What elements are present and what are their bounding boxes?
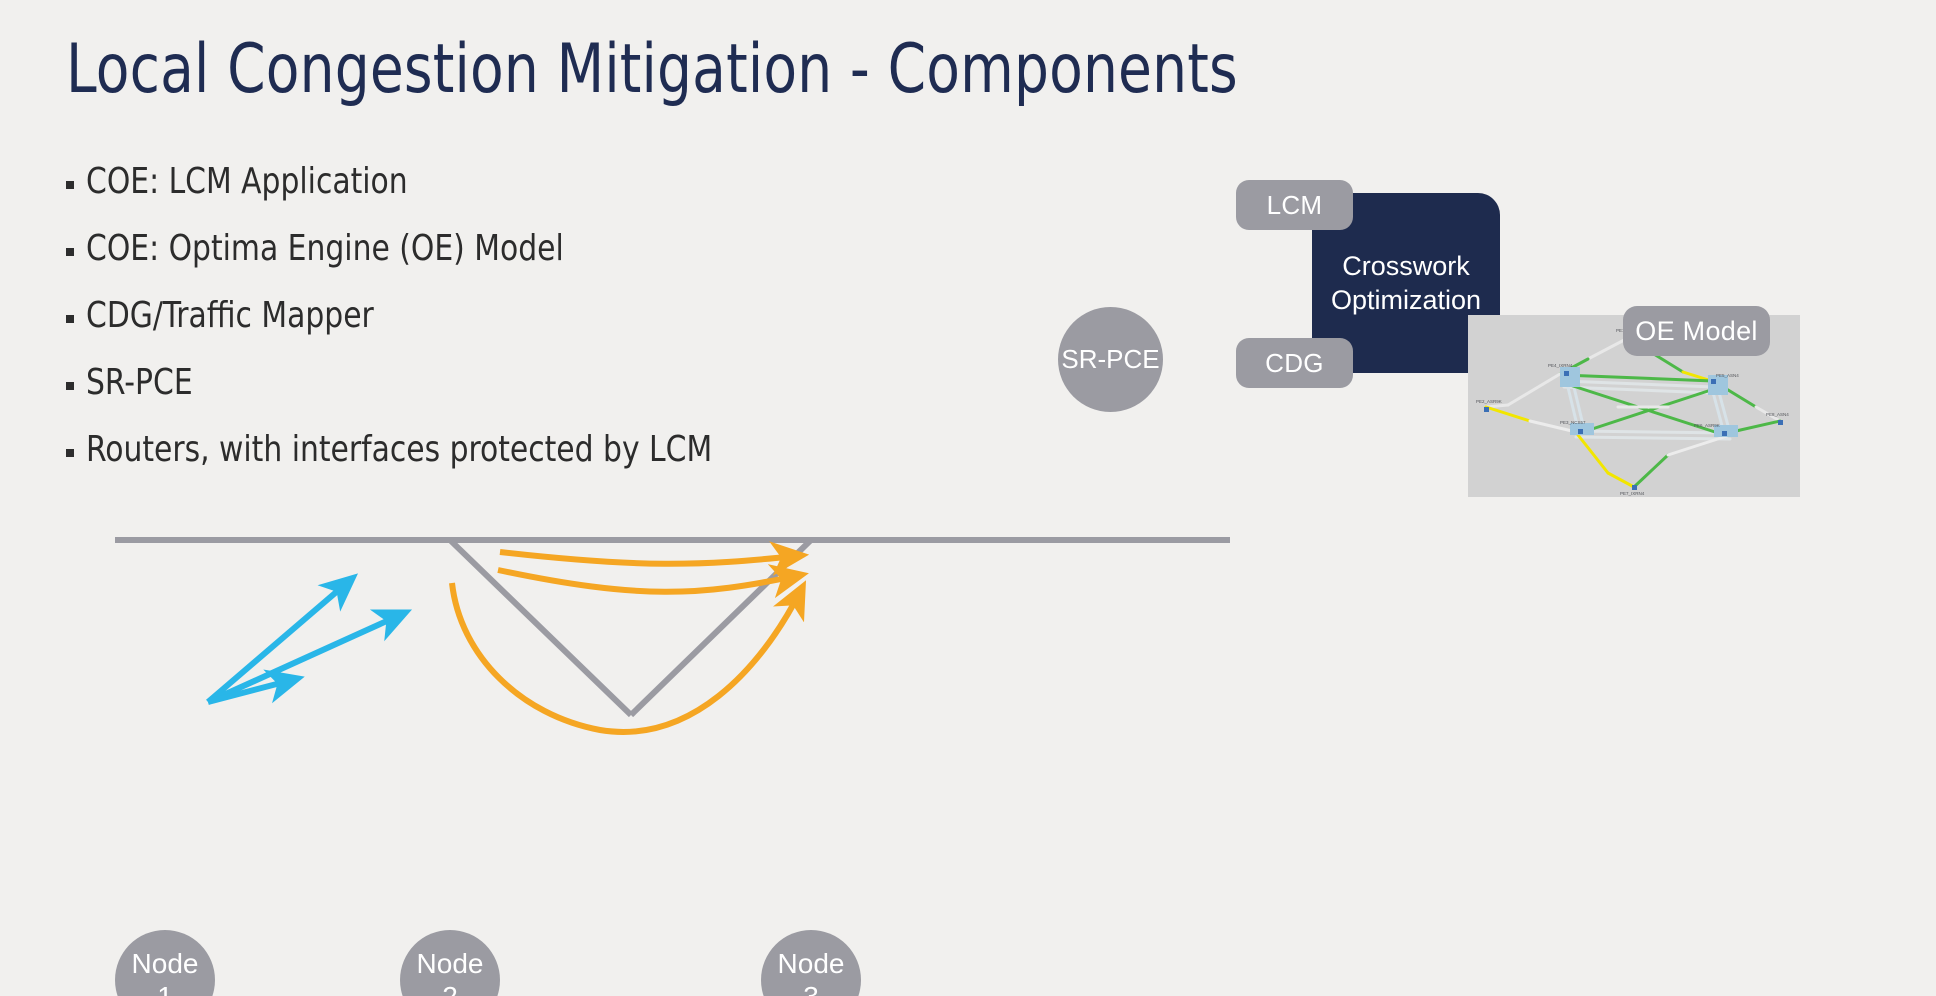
list-item: SR-PCE: [66, 361, 1026, 428]
node-2-label-line1: Node: [416, 948, 484, 979]
list-item-label: SR-PCE: [86, 362, 193, 403]
svg-text:PE5_ASN4: PE5_ASN4: [1716, 373, 1739, 378]
svg-text:PE2_ASR9K: PE2_ASR9K: [1476, 399, 1502, 404]
bullet-square-icon: [66, 315, 74, 323]
list-item-label: COE: LCM Application: [86, 161, 408, 202]
list-item: COE: LCM Application: [66, 160, 1026, 227]
node-2: Node 2: [400, 930, 500, 996]
sr-policy-paths: [449, 541, 810, 735]
bullet-square-icon: [66, 181, 74, 189]
bullet-square-icon: [66, 248, 74, 256]
cdg-badge: CDG: [1236, 338, 1353, 388]
list-item: Routers, with interfaces protected by LC…: [66, 428, 1026, 495]
oe-model-badge: OE Model: [1623, 306, 1770, 356]
node-3-label-line1: Node: [777, 948, 845, 979]
svg-text:PE7_IXRN4: PE7_IXRN4: [1620, 491, 1645, 496]
list-item: CDG/Traffic Mapper: [66, 294, 1026, 361]
node-topology-diagram: Node 1 Node 2 Node 3 Node 4 LCM tactical…: [0, 440, 1300, 996]
sr-pce-node: SR- PCE: [1058, 307, 1163, 412]
bullet-list: COE: LCM Application COE: Optima Engine …: [66, 160, 1026, 495]
node-topology-svg: [115, 537, 1230, 735]
list-item-label: Routers, with interfaces protected by LC…: [86, 429, 713, 470]
node-3-label-line2: 3: [803, 980, 819, 996]
node-1-label-line2: 1: [157, 980, 173, 996]
svg-text:PE8_ASN4: PE8_ASN4: [1766, 412, 1789, 417]
crosswork-label-line2: Optimization: [1330, 285, 1482, 315]
list-item: COE: Optima Engine (OE) Model: [66, 227, 1026, 294]
node-2-label-line2: 2: [442, 980, 458, 996]
callout-arrows: [206, 573, 413, 705]
sr-pce-label-line2: PCE: [1106, 344, 1160, 374]
svg-text:PE6_ASR9K: PE6_ASR9K: [1694, 423, 1720, 428]
page-title: Local Congestion Mitigation - Components: [66, 30, 1238, 109]
list-item-label: CDG/Traffic Mapper: [86, 295, 374, 336]
bullet-square-icon: [66, 449, 74, 457]
list-item-label: COE: Optima Engine (OE) Model: [86, 228, 564, 269]
node-3: Node 3: [761, 930, 861, 996]
crosswork-label-line1: Crosswork: [1342, 251, 1470, 281]
architecture-diagram: SR- PCE Crosswork Optimization LCM CDG O…: [1040, 180, 1936, 610]
svg-text:PE3_NCS57: PE3_NCS57: [1560, 420, 1586, 425]
lcm-badge: LCM: [1236, 180, 1353, 230]
svg-text:PE4_IXRN4: PE4_IXRN4: [1548, 363, 1573, 368]
sr-pce-label-line1: SR-: [1061, 344, 1107, 374]
node-1-label-line1: Node: [131, 948, 199, 979]
bullet-square-icon: [66, 382, 74, 390]
